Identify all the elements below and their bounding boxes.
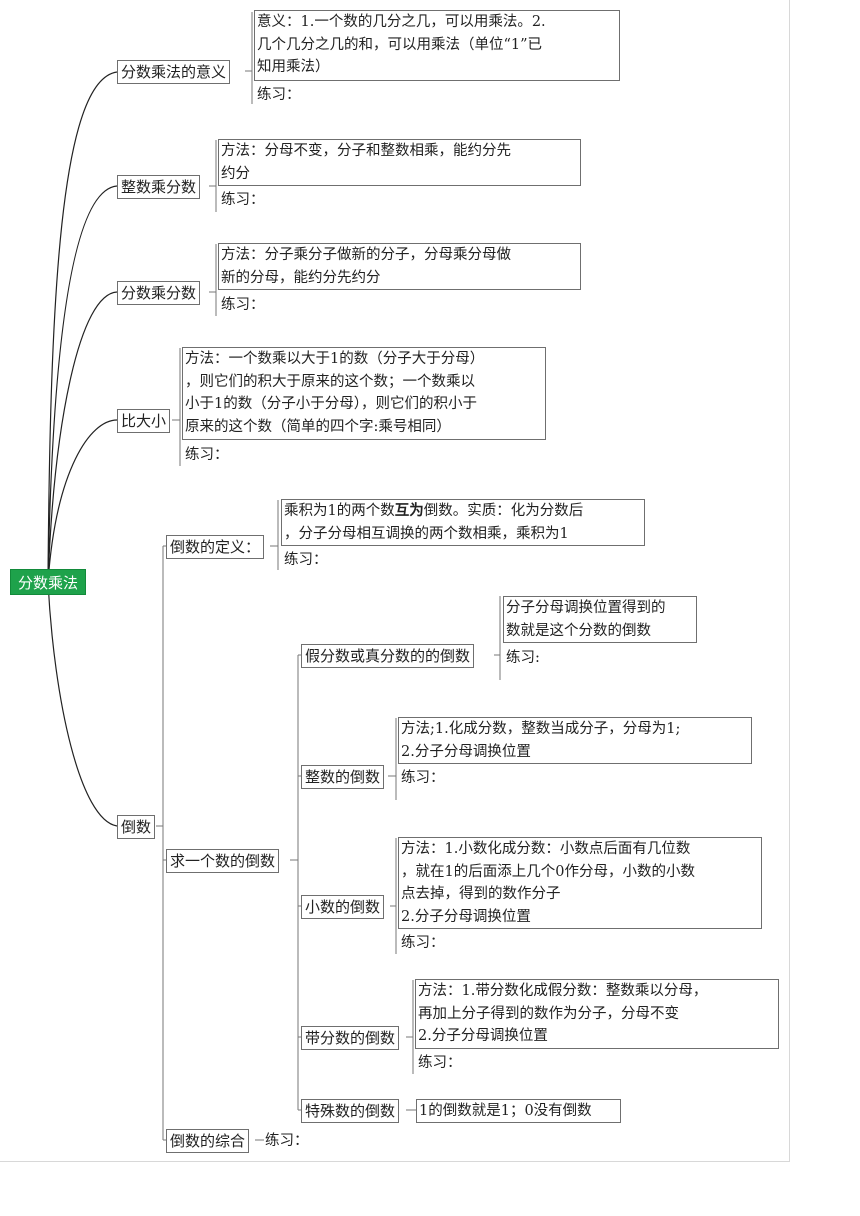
integer-practice: 练习： <box>401 770 445 786</box>
definition-text-bold: 互为 <box>394 502 424 519</box>
meaning-practice: 练习： <box>257 87 301 103</box>
frac-times-frac-text: 方法：分子乘分子做新的分子，分母乘分母做 新的分母，能约分先约分 <box>218 243 581 290</box>
mixed-practice: 练习： <box>418 1055 462 1071</box>
canvas-frame <box>0 0 790 1162</box>
decimal-reciprocal[interactable]: 小数的倒数 <box>301 895 385 919</box>
topic-frac-times-frac[interactable]: 分数乘分数 <box>117 281 201 305</box>
improper-proper-reciprocal[interactable]: 假分数或真分数的的倒数 <box>301 644 475 668</box>
mixed-text: 方法：1.带分数化成假分数：整数乘以分母， 再加上分子得到的数作为分子，分母不变… <box>415 979 779 1049</box>
mixed-reciprocal[interactable]: 带分数的倒数 <box>301 1026 400 1050</box>
improper-practice: 练习: <box>506 650 540 666</box>
definition-text-b: 倒数。实质：化为分数后 ，分子分母相互调换的两个数相乘，乘积为1 <box>284 503 584 542</box>
int-times-frac-practice: 练习： <box>221 192 265 208</box>
integer-text: 方法;1.化成分数，整数当成分子，分母为1; 2.分子分母调换位置 <box>398 717 752 764</box>
definition-text: 乘积为1的两个数互为倒数。实质：化为分数后 ，分子分母相互调换的两个数相乘，乘积… <box>281 499 645 546</box>
integer-reciprocal[interactable]: 整数的倒数 <box>301 765 385 789</box>
special-text: 1的倒数就是1；0没有倒数 <box>416 1099 621 1123</box>
decimal-practice: 练习： <box>401 935 445 951</box>
topic-reciprocal[interactable]: 倒数 <box>117 815 156 839</box>
reciprocal-summary[interactable]: 倒数的综合 <box>166 1129 250 1153</box>
compare-practice: 练习： <box>185 447 229 463</box>
reciprocal-definition[interactable]: 倒数的定义： <box>166 535 265 559</box>
topic-compare[interactable]: 比大小 <box>117 409 171 433</box>
find-reciprocal[interactable]: 求一个数的倒数 <box>166 849 280 873</box>
int-times-frac-text: 方法：分母不变，分子和整数相乘，能约分先 约分 <box>218 139 581 186</box>
topic-int-times-frac[interactable]: 整数乘分数 <box>117 175 201 199</box>
summary-practice: 练习： <box>265 1133 309 1149</box>
special-reciprocal[interactable]: 特殊数的倒数 <box>301 1099 400 1123</box>
decimal-text: 方法：1.小数化成分数：小数点后面有几位数 ，就在1的后面添上几个0作分母，小数… <box>398 837 762 929</box>
compare-text: 方法：一个数乘以大于1的数（分子大于分母） ，则它们的积大于原来的这个数；一个数… <box>182 347 546 440</box>
root-node[interactable]: 分数乘法 <box>10 569 86 595</box>
improper-text: 分子分母调换位置得到的 数就是这个分数的倒数 <box>503 596 697 643</box>
frac-times-frac-practice: 练习： <box>221 297 265 313</box>
topic-meaning[interactable]: 分数乘法的意义 <box>117 60 231 84</box>
definition-text-a: 乘积为1的两个数 <box>284 503 395 519</box>
definition-practice: 练习： <box>284 552 328 568</box>
meaning-text: 意义：1.一个数的几分之几，可以用乘法。2. 几个几分之几的和，可以用乘法（单位… <box>254 10 620 81</box>
